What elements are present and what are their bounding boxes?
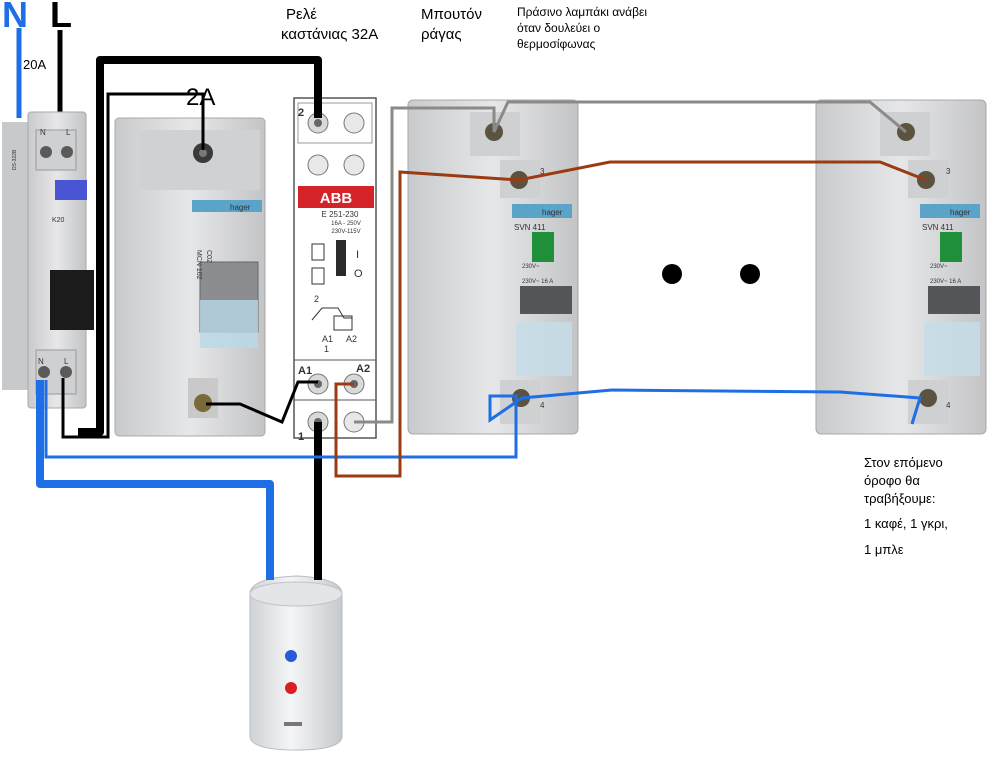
lamp-note-line1: Πράσινο λαμπάκι ανάβει [517,5,648,19]
blue-wire-neutral-to-heater [36,380,274,580]
relay-diagram-1-label: 1 [324,344,329,354]
relay-diagram-a1-label: A1 [322,334,333,344]
relay-terminal-a1-label: A1 [298,365,312,377]
button1-spec-label: 230V~ 16 A [522,279,553,285]
relay-spec2-label: 230V-115V [331,229,360,235]
next-floor-line5: 1 μπλε [864,542,904,557]
next-floor-line3: τραβήξουμε: [864,491,936,506]
next-floor-line2: όροφο θα [864,473,920,488]
continuation-dot-2 [740,264,760,284]
lamp-note-line3: θερμοσίφωνας [517,37,596,51]
relay-terminal-a2-label: A2 [356,363,370,375]
water-heater [249,575,343,751]
relay-model-label: E 251-230 [322,210,359,219]
relay-on-label: I [356,249,359,261]
line-letter: L [50,0,72,35]
relay-terminal-bottom-label: 1 [298,431,304,443]
button2-voltage-label: 230V~ [930,264,948,270]
mcb-brand-label: hager [230,203,251,212]
main-breaker-rating: 20A [23,57,47,72]
rcbo-top-n-label: N [40,128,46,137]
rail-button-1 [407,99,579,435]
button1-voltage-label: 230V~ [522,264,540,270]
relay-diagram-a2-label: A2 [346,334,357,344]
button-title-line1: Μπουτόν [421,6,482,23]
black-wire-rcbo-bottom [61,92,205,439]
black-wire-mcb-to-relay-a1 [206,380,318,424]
button1-terminal-4-label: 4 [540,401,545,410]
button1-brand-label: hager [542,208,563,217]
rail-button-2 [815,99,987,435]
rcbo-model-label: DS-322B [12,149,18,170]
rcbo-breaker [2,111,94,409]
neutral-letter: N [2,0,28,35]
button1-model-label: SVN 411 [514,223,546,232]
relay-title-line1: Ρελέ [286,6,317,23]
button-title-line2: ράγας [421,26,462,43]
rcbo-rating-label: K20 [52,217,65,224]
button2-model-label: SVN 411 [922,223,954,232]
relay-off-label: O [354,268,363,280]
button2-brand-label: hager [950,208,971,217]
button2-terminal-4-label: 4 [946,401,951,410]
rcbo-bottom-n-label: N [38,357,44,366]
relay-title-line2: καστάνιας 32A [281,26,379,43]
grey-wire-relay-to-buttons [354,100,907,424]
next-floor-line4: 1 καφέ, 1 γκρι, [864,516,948,531]
relay-spec1-label: 16A - 250V [331,221,361,227]
continuation-dot-1 [662,264,682,284]
black-wire-supply-to-relay [78,56,322,436]
rcbo-bottom-l-label: L [64,357,69,366]
relay-diagram-2-label: 2 [314,294,319,304]
blue-wire-neutral-to-buttons [44,380,922,459]
button1-terminal-3-label: 3 [540,167,545,176]
rcbo-top-l-label: L [66,128,71,137]
lamp-note-line2: όταν δουλεύει ο [517,21,601,35]
relay-terminal-top-label: 2 [298,107,304,119]
relay-brand-label: ABB [320,190,353,207]
mcb-breaker [114,117,266,437]
brown-wire-relay-to-buttons [334,160,927,478]
button2-spec-label: 230V~ 16 A [930,279,961,285]
mini-breaker-rating: 2A [186,84,216,111]
next-floor-line1: Στον επόμενο [864,455,943,470]
mcb-code-label: C02 [205,250,212,263]
mcb-model-label: MCN 102 [195,250,202,280]
button2-terminal-3-label: 3 [946,167,951,176]
